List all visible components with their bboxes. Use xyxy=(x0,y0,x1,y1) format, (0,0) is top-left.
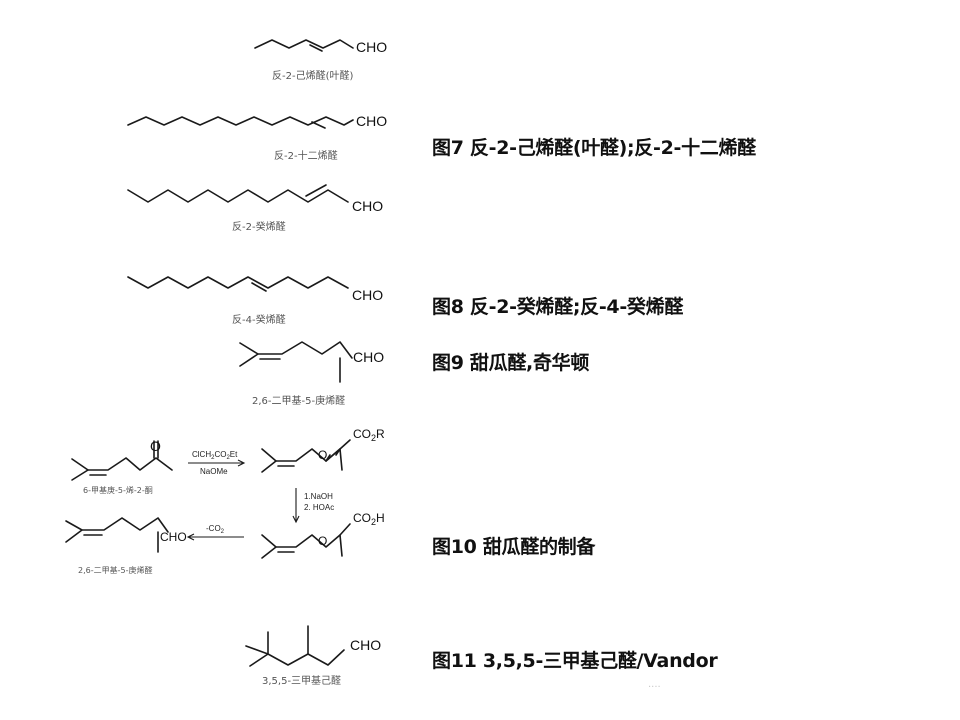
figure-8-label: 图8 反-2-癸烯醛;反-4-癸烯醛 xyxy=(432,296,684,318)
step2-reagent-2: 2. HOAc xyxy=(304,503,334,512)
reaction-arrow-hydrolysis: 1.NaOH 2. HOAc xyxy=(292,488,334,524)
structure-caption: 3,5,5-三甲基己醛 xyxy=(262,674,341,687)
structure-trans-2-dodecenal: CHO 反-2-十二烯醛 xyxy=(127,113,387,162)
aldehyde-group-label: CHO xyxy=(353,349,384,365)
watermark: ···· xyxy=(648,682,661,693)
figure-9-label: 图9 甜瓜醛,奇华顿 xyxy=(432,352,590,374)
melonal-synthesis-scheme: O 6-甲基庚-5-烯-2-酮 ClCH2CO2Et NaOMe O CO2R xyxy=(65,427,385,575)
ester-group-label: CO2R xyxy=(353,427,385,443)
step2-reagent-1: 1.NaOH xyxy=(304,492,333,501)
ketone-oxygen: O xyxy=(150,438,161,454)
aldehyde-group-label: CHO xyxy=(160,530,187,544)
figure-10-label: 图10 甜瓜醛的制备 xyxy=(432,536,596,558)
structure-melonal-product: CHO 2,6-二甲基-5-庚烯醛 xyxy=(65,517,187,575)
figure-7-label: 图7 反-2-己烯醛(叶醛);反-2-十二烯醛 xyxy=(432,137,756,159)
structure-caption: 2,6-二甲基-5-庚烯醛 xyxy=(252,394,345,407)
structure-caption: 反-2-己烯醛(叶醛) xyxy=(272,69,353,82)
aldehyde-group-label: CHO xyxy=(356,39,387,55)
epoxide-oxygen: O xyxy=(318,448,327,462)
structure-glycidic-acid: O CO2H xyxy=(261,511,385,559)
aldehyde-group-label: CHO xyxy=(352,287,383,303)
reagent-label: ClCH2CO2Et xyxy=(192,450,238,461)
step3-label: -CO2 xyxy=(206,524,225,535)
aldehyde-group-label: CHO xyxy=(352,198,383,214)
structure-methylheptenone: O 6-甲基庚-5-烯-2-酮 xyxy=(71,438,173,495)
structure-trimethylhexanal: CHO 3,5,5-三甲基己醛 xyxy=(245,625,381,687)
structure-caption: 反-4-癸烯醛 xyxy=(232,313,286,326)
structure-caption: 反-2-癸烯醛 xyxy=(232,220,286,233)
reaction-arrow-decarboxylation: -CO2 xyxy=(186,524,244,541)
structure-trans-4-decenal: CHO 反-4-癸烯醛 xyxy=(127,276,383,326)
structure-melonal: CHO 2,6-二甲基-5-庚烯醛 xyxy=(239,341,384,407)
epoxide-oxygen: O xyxy=(318,534,327,548)
reaction-arrow-darzens: ClCH2CO2Et NaOMe xyxy=(188,450,246,476)
structure-caption: 反-2-十二烯醛 xyxy=(274,149,338,162)
structure-trans-2-hexenal: CHO 反-2-己烯醛(叶醛) xyxy=(254,39,387,82)
structure-caption: 2,6-二甲基-5-庚烯醛 xyxy=(78,565,152,575)
aldehyde-group-label: CHO xyxy=(350,637,381,653)
aldehyde-group-label: CHO xyxy=(356,113,387,129)
structure-trans-2-decenal: CHO 反-2-癸烯醛 xyxy=(127,184,383,233)
base-label: NaOMe xyxy=(200,467,228,476)
figure-11-label: 图11 3,5,5-三甲基己醛/Vandor xyxy=(432,650,718,672)
structure-glycidic-ester: O CO2R xyxy=(261,427,385,473)
acid-group-label: CO2H xyxy=(353,511,385,527)
structure-caption: 6-甲基庚-5-烯-2-酮 xyxy=(83,485,153,495)
